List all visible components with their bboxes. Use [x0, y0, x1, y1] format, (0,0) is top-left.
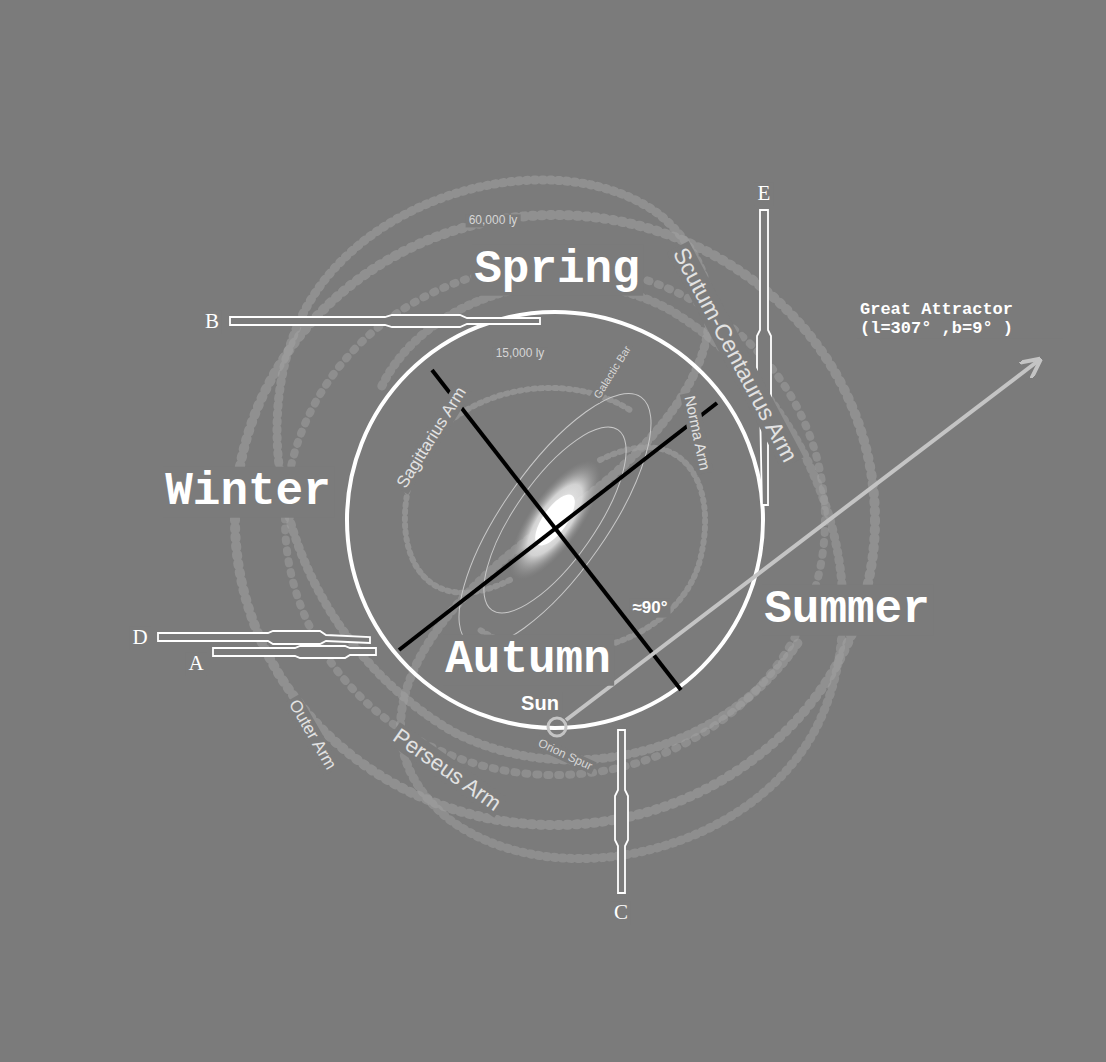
spiral-arms — [235, 180, 875, 859]
pointer-letter: E — [755, 182, 774, 205]
arm-label: Scutum-Centaurus Arm — [666, 241, 803, 469]
target-label: Great Attractor (l=307° ,b=9° ) — [857, 301, 1063, 338]
pointer-e — [757, 210, 771, 505]
angle-label: ≈90° — [629, 599, 670, 618]
bar-label: Galactic Bar — [589, 341, 634, 403]
pointer-c — [615, 730, 628, 893]
season-label: Autumn — [442, 635, 614, 686]
pointer-letter: D — [129, 626, 150, 649]
axis-line — [399, 403, 717, 650]
season-circle — [347, 312, 763, 728]
pointer-bars — [158, 210, 771, 893]
direction-arrow — [566, 361, 1038, 720]
pointer-d — [158, 631, 370, 644]
arm-label: Sagittarius Arm — [392, 382, 472, 495]
arm-label: Orion Spur — [533, 735, 597, 774]
pointer-letter: C — [611, 901, 631, 924]
distance-label: 15,000 ly — [493, 347, 548, 360]
pointer-a — [213, 646, 376, 658]
season-label: Summer — [761, 585, 933, 636]
pointer-b — [230, 315, 540, 327]
arm-label: Perseus Arm — [386, 722, 508, 817]
arm-label: Outer Arm — [283, 694, 341, 776]
season-label: Spring — [471, 245, 643, 296]
pointer-letter: A — [185, 652, 206, 675]
season-label: Winter — [162, 467, 334, 518]
arm-label: Norma Arm — [680, 391, 713, 474]
pointer-letter: B — [202, 310, 222, 333]
distance-label: 60,000 ly — [466, 214, 521, 227]
sun-marker — [548, 718, 566, 736]
sun-label: Sun — [518, 692, 562, 714]
